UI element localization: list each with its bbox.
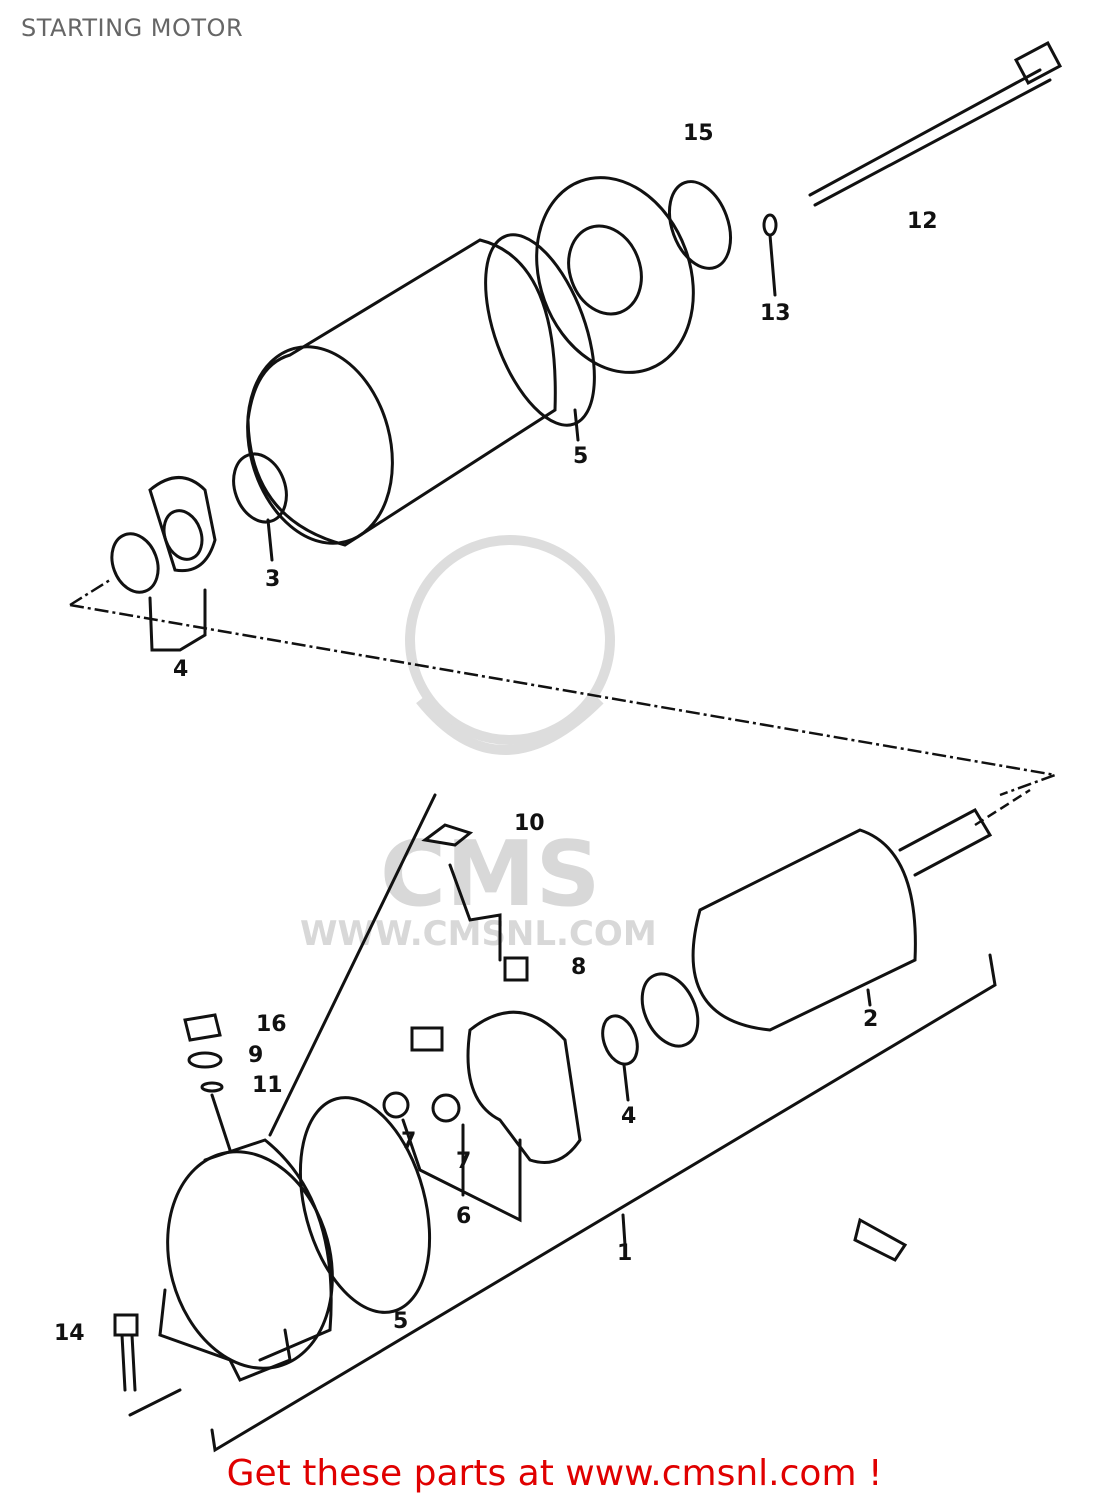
callout-3: 3 [265,567,280,592]
rear-cover [166,1150,334,1370]
washer-9 [187,1051,223,1069]
callout-10: 10 [514,811,545,836]
callout-9: 9 [248,1043,263,1068]
yoke-housing [246,238,557,547]
screw-14 [113,1313,139,1337]
o-ring-5-upper [484,233,596,427]
armature-2 [691,828,917,1032]
callout-16: 16 [256,1012,287,1037]
washer-13 [762,213,778,237]
lower-assembly [113,788,1031,1453]
washer-11 [200,1081,224,1093]
callout-4-upper: 4 [173,657,188,682]
callout-13: 13 [760,301,791,326]
spring-10 [421,823,474,847]
callout-1: 1 [617,1241,632,1266]
brush-holder [466,1010,582,1164]
callout-8: 8 [571,955,586,980]
callout-labels: 15 12 13 5 3 4 10 8 16 9 11 2 4 7 7 6 5 … [54,121,938,1346]
upper-assembly [69,41,1063,797]
o-ring-15 [668,180,732,270]
callout-7-a: 7 [401,1129,416,1154]
o-ring-5-lower [298,1096,432,1314]
callout-5-upper: 5 [573,444,588,469]
washer-4-lower [601,1014,639,1066]
footer-link[interactable]: Get these parts at www.cmsnl.com ! [226,1453,883,1494]
watermark-logo-text: CMS [380,822,600,927]
callout-11: 11 [252,1073,283,1098]
callout-5-lower: 5 [393,1309,408,1334]
callout-14: 14 [54,1321,85,1346]
front-arrow-icon [853,1217,908,1262]
nut-16 [183,1013,222,1042]
callout-12: 12 [907,209,938,234]
cmsnl-watermark-logo: CMS WWW.CMSNL.COM [300,535,657,954]
through-bolt-12 [808,68,1042,197]
end-cover-housing [535,176,695,374]
callout-15: 15 [683,121,714,146]
callout-7-b: 7 [456,1149,471,1174]
callout-6: 6 [456,1204,471,1229]
callout-4-lower: 4 [621,1104,636,1129]
page-title: STARTING MOTOR [21,14,244,42]
bearing-3 [232,452,288,524]
washer-set-4 [148,476,217,573]
callout-2: 2 [863,1007,878,1032]
brush-8 [503,956,529,982]
